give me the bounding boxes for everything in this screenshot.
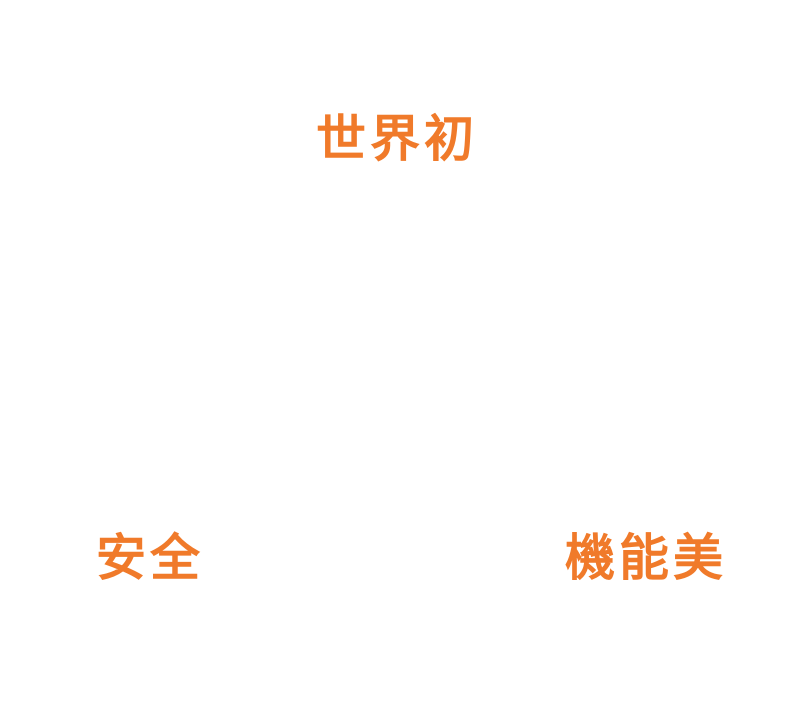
keyword-safety: 安全 bbox=[96, 529, 204, 587]
keyword-functional-beauty: 機能美 bbox=[565, 529, 727, 587]
keyword-world-first: 世界初 bbox=[316, 110, 478, 168]
